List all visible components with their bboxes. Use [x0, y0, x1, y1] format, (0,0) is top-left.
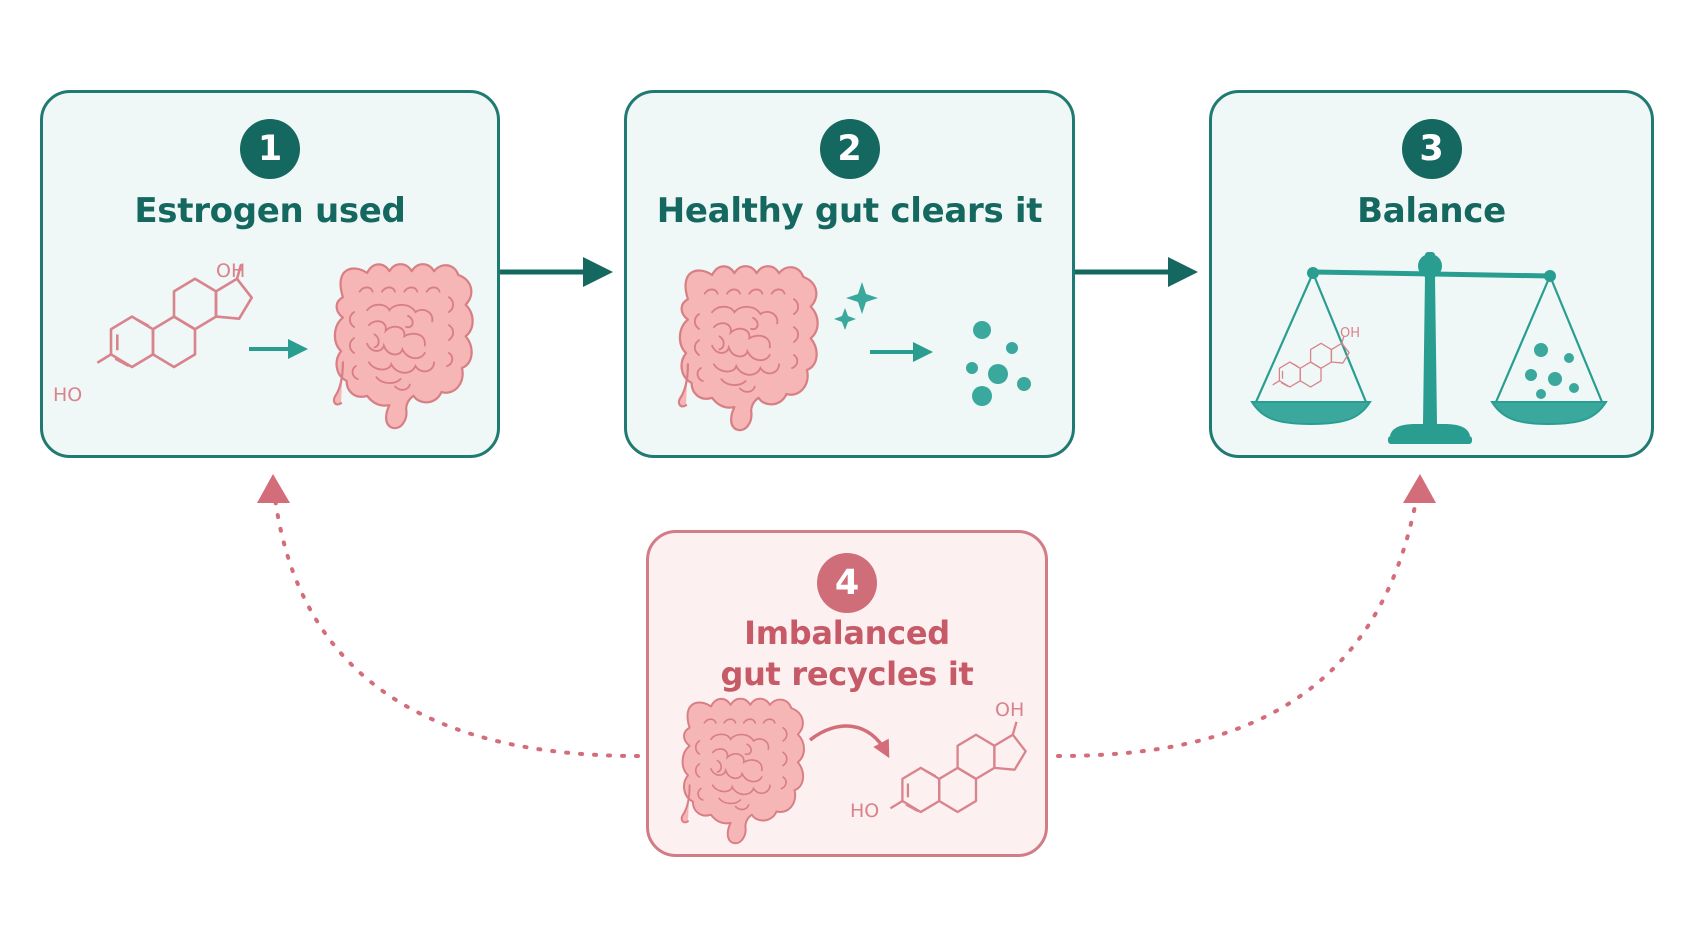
- arrow-recycle-4: [808, 724, 890, 759]
- balance-scale-icon: [1250, 252, 1608, 444]
- label-oh-1: OH: [216, 260, 245, 282]
- step-2-badge: 2: [819, 119, 880, 179]
- label-ho-4: HO: [850, 800, 879, 822]
- arrowhead-to-step-3: [1403, 474, 1436, 503]
- estrogen-molecule-4: [889, 720, 1027, 814]
- dotted-path-to-step-1: [272, 488, 640, 758]
- label-ho-1: HO: [53, 384, 82, 406]
- cleared-particles: [966, 321, 1031, 406]
- step-3-title: Balance: [1357, 191, 1506, 231]
- label-oh-4: OH: [995, 699, 1024, 721]
- dotted-path-to-step-3: [1056, 488, 1420, 758]
- intestine-1: [332, 263, 474, 430]
- arrowhead-to-step-1: [257, 474, 290, 503]
- step-1-badge: 1: [240, 119, 300, 179]
- step-4-title: Imbalanced gut recycles it: [720, 614, 974, 693]
- estrogen-molecule-scale: [1271, 335, 1350, 388]
- step-4-badge: 4: [817, 553, 877, 613]
- cleared-particles-scale: [1525, 343, 1579, 399]
- step-2-title: Healthy gut clears it: [656, 191, 1043, 231]
- sparkle-icon: [834, 282, 878, 330]
- step-3-badge: 3: [1401, 119, 1462, 179]
- intestine-4: [680, 697, 805, 845]
- step-1-title: Estrogen used: [134, 191, 406, 231]
- label-oh-scale: OH: [1340, 326, 1360, 341]
- intestine-2: [677, 265, 819, 432]
